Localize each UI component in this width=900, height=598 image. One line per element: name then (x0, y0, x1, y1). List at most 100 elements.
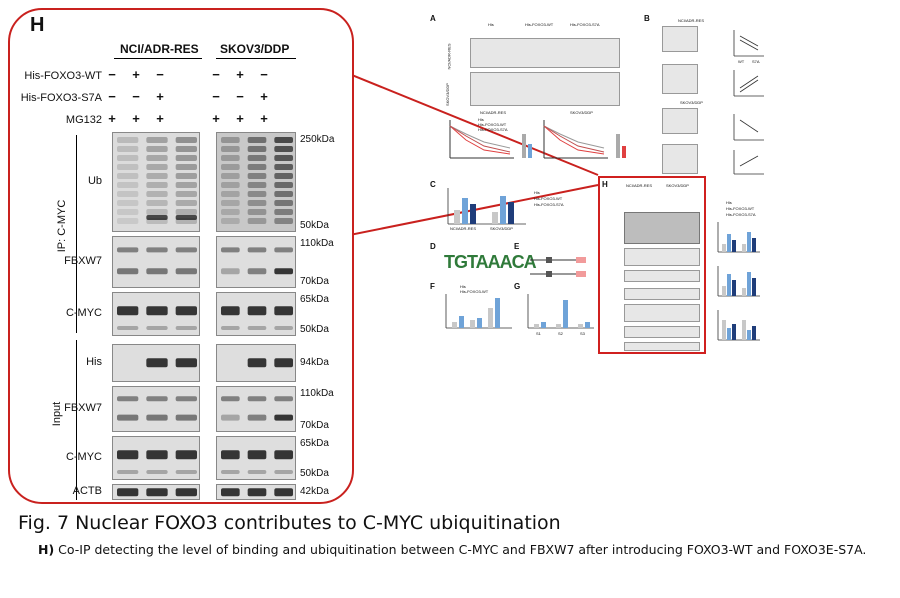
panel-c-letter: C (430, 180, 436, 189)
panel-a-group-wt: His-FOXO3-WT (525, 22, 554, 27)
group-label-skov: SKOV3/DDP (220, 42, 290, 56)
group-underline-skov (216, 58, 296, 59)
condition-symbol: − (212, 67, 220, 82)
molecular-weight-marker: 250kDa (300, 134, 335, 145)
panel-f-legend-his: His (460, 284, 466, 289)
condition-symbol: − (212, 89, 220, 104)
blot-skov (216, 436, 296, 480)
panel-h-cell-skov: SKOV3/DDP (666, 183, 689, 188)
group-underline-nci (114, 58, 202, 59)
ip-section-bracket (76, 135, 77, 333)
panel-b-charts (733, 30, 764, 175)
panel-c-x-skov: SKOV3/DDP (490, 226, 513, 231)
molecular-weight-marker: 50kDa (300, 468, 329, 479)
blot-skov (216, 132, 296, 232)
panel-c-x-nci: NCI/ADR-RES (450, 226, 477, 231)
condition-symbol: − (108, 89, 116, 104)
panel-a-legend-s7a: His-FOXO3-S7A (478, 127, 508, 132)
blot-nci (112, 386, 200, 432)
panel-h-mini-blot-3 (624, 270, 700, 282)
figure-caption-subtext: H) Co-IP detecting the level of binding … (38, 542, 866, 557)
panel-a-letter: A (430, 14, 436, 23)
blot-label: FBXW7 (64, 255, 102, 267)
blot-label: ACTB (72, 485, 102, 497)
input-section-label: Input (51, 401, 63, 427)
panel-b-x-s7a: S7A (752, 59, 760, 64)
panel-h-highlight-box: H NCI/ADR-RES SKOV3/DDP (598, 176, 706, 354)
condition-symbol: + (156, 89, 164, 104)
overview-figure: A His His-FOXO3-WT His-FOXO3-S7A NCI/ADR… (430, 14, 770, 354)
blot-label: Ub (87, 175, 102, 187)
panel-d-letter: D (430, 242, 436, 251)
panel-g-x-s1: S1 (536, 331, 541, 336)
caption-panel-text: Co-IP detecting the level of binding and… (54, 542, 867, 557)
panel-b-label-nci: NCI/ADR-RES (678, 18, 705, 23)
panel-a-chart-label-skov: SKOV3/DDP (570, 110, 593, 115)
panel-f-chart (445, 294, 512, 329)
molecular-weight-marker: 65kDa (300, 294, 329, 305)
blot-skov (216, 386, 296, 432)
condition-symbol: + (156, 111, 164, 126)
panel-b-blot-2 (662, 64, 698, 94)
blot-skov (216, 484, 296, 500)
panel-a-cell-skov: SKOV3/DDP (444, 83, 450, 106)
molecular-weight-marker: 50kDa (300, 220, 329, 231)
blot-skov (216, 236, 296, 288)
molecular-weight-marker: 50kDa (300, 324, 329, 335)
panel-b-blot-4 (662, 144, 698, 174)
panel-a-blot-1 (470, 38, 620, 68)
molecular-weight-marker: 110kDa (300, 238, 334, 249)
panel-d-motif: TGTAAACA (444, 252, 537, 272)
condition-label: His-FOXO3-S7A (20, 92, 102, 104)
condition-symbol: − (132, 89, 140, 104)
panel-h-legend-wt: His-FOXO3-WT (726, 206, 755, 211)
blot-nci (112, 344, 200, 382)
condition-symbol: − (236, 89, 244, 104)
condition-symbol: + (132, 111, 140, 126)
blot-label: His (86, 356, 102, 368)
panel-h-mini-blot-4 (624, 288, 700, 300)
condition-label: His-FOXO3-WT (24, 70, 102, 82)
panel-a-charts (449, 120, 626, 159)
panel-a-group-his: His (488, 22, 494, 27)
panel-e-constructs (530, 257, 586, 277)
panel-c-legend-s7a: His-FOXO3-S7A (534, 202, 564, 207)
panel-a-chart-label-nci: NCI/ADR-RES (480, 110, 507, 115)
panel-a-legend-his: His (478, 117, 484, 122)
molecular-weight-marker: 42kDa (300, 486, 329, 497)
condition-symbol: + (236, 111, 244, 126)
blot-nci (112, 484, 200, 500)
molecular-weight-marker: 70kDa (300, 420, 329, 431)
zoomed-panel-h: H NCI/ADR-RES SKOV3/DDP His-FOXO3-WT−+−−… (8, 8, 354, 504)
panel-g-letter: G (514, 282, 521, 291)
blot-skov (216, 292, 296, 336)
condition-symbol: + (212, 111, 220, 126)
panel-b-label-skov: SKOV3/DDP (680, 100, 703, 105)
panel-a-group-s7a: His-FOXO3-S7A (570, 22, 600, 27)
panel-h-letter: H (602, 180, 608, 189)
condition-symbol: − (156, 67, 164, 82)
panel-b-blot-1 (662, 26, 698, 52)
panel-letter: H (30, 14, 45, 36)
ip-section-label: IP: C-MYC (56, 199, 68, 253)
condition-symbol: + (236, 67, 244, 82)
panel-e-letter: E (514, 242, 520, 251)
condition-symbol: + (260, 111, 268, 126)
panel-h-mini-blot-5 (624, 304, 700, 322)
figure-caption-title: Fig. 7 Nuclear FOXO3 contributes to C-MY… (18, 512, 561, 534)
panel-g-x-s2: S2 (558, 331, 563, 336)
blot-nci (112, 436, 200, 480)
panel-g-chart (527, 294, 594, 329)
panel-f-legend-wt: His-FOXO3-WT (460, 289, 489, 294)
panel-c-chart (447, 188, 526, 225)
panel-h-legend-s7a: His-FOXO3-S7A (726, 212, 756, 217)
blot-nci (112, 292, 200, 336)
molecular-weight-marker: 70kDa (300, 276, 329, 287)
condition-symbol: + (132, 67, 140, 82)
panel-h-cell-nci: NCI/ADR-RES (626, 183, 653, 188)
panel-h-mini-blot-1 (624, 212, 700, 244)
panel-f-letter: F (430, 282, 435, 291)
panel-b-x-wt: WT (738, 59, 745, 64)
panel-h-mini-blot-7 (624, 342, 700, 351)
molecular-weight-marker: 110kDa (300, 388, 334, 399)
